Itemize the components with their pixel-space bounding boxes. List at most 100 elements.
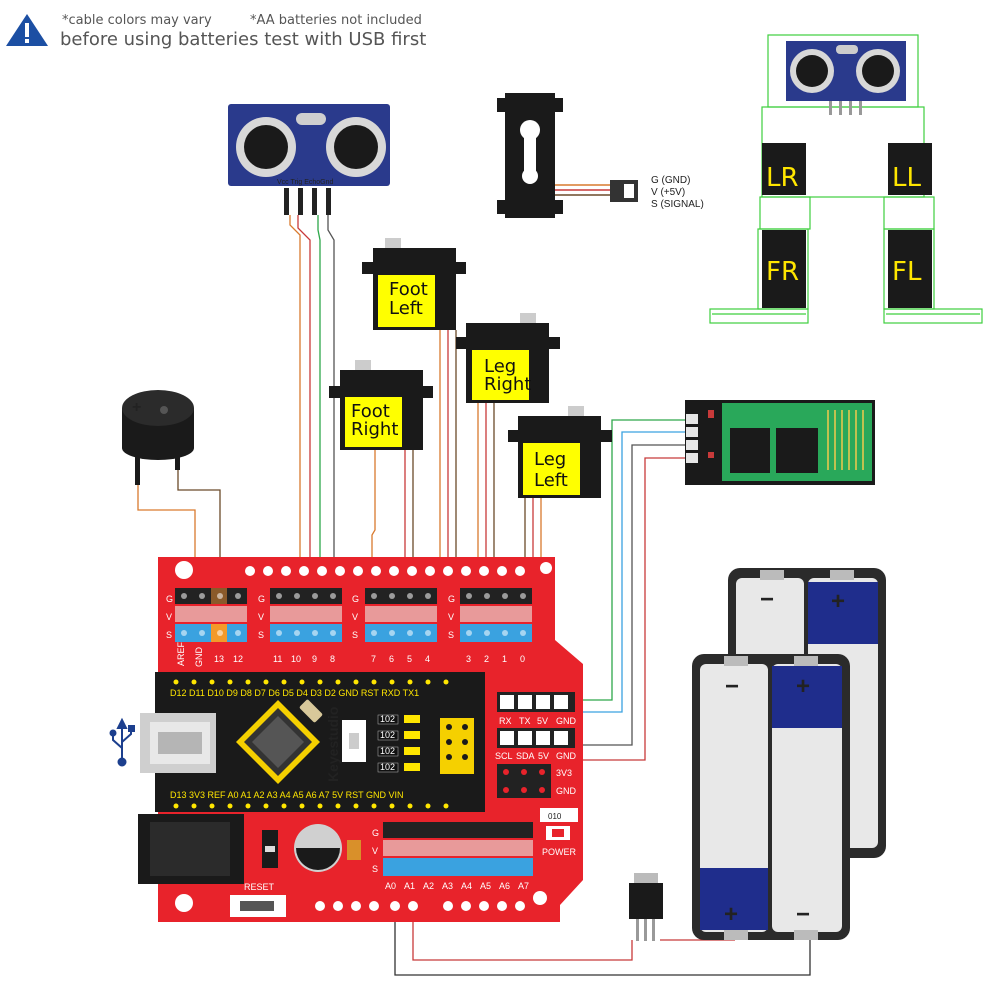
reset-label: RESET	[244, 882, 275, 892]
pin-0: 0	[520, 654, 525, 664]
robot-label-fr: FR	[766, 257, 799, 287]
gvs-label-g3: G	[352, 594, 359, 604]
uart-gnd: GND	[556, 716, 577, 726]
power-module	[629, 873, 663, 941]
gvs-label-s: S	[166, 630, 172, 640]
warning-header: *cable colors may vary *AA batteries not…	[6, 13, 426, 50]
servo-foot-left: Foot Left	[362, 238, 466, 330]
pin-3: 3	[466, 654, 471, 664]
pin-8: 8	[330, 654, 335, 664]
foot-right-label-2: Right	[351, 419, 398, 440]
uart-header: RX TX 5V GND	[497, 692, 577, 726]
i2c-scl: SCL	[495, 751, 513, 761]
resistor-label-2: 102	[380, 730, 395, 740]
gvs-label-v3: V	[352, 612, 358, 622]
ultrasonic-pin-labels: Vcc Trig EchoGnd	[277, 179, 334, 186]
resistor-label-3: 102	[380, 746, 395, 756]
pin-gnd: GND	[194, 647, 204, 668]
pin-4: 4	[425, 654, 430, 664]
reference-servo: G (GND) V (+5V) S (SIGNAL)	[497, 93, 704, 218]
gvs-label-s4: S	[448, 630, 454, 640]
foot-left-label-1: Foot	[389, 279, 428, 300]
foot-left-label-2: Left	[389, 298, 423, 319]
analog-g-label: G	[372, 828, 379, 838]
buzzer-plus-mark: +	[132, 399, 141, 416]
dc-jack	[138, 814, 244, 884]
buzzer: +	[122, 390, 194, 485]
digital-pin-numbers: AREF GND 13 12 11 10 9 8 7 6 5 4 3 2 1 0	[176, 641, 525, 667]
usb-icon	[109, 717, 135, 767]
front-plus-top: +	[796, 673, 810, 700]
reset-switch: RESET	[230, 882, 286, 917]
pin-a3: A3	[442, 881, 453, 891]
analog-s-label: S	[372, 864, 378, 874]
gvs-label-g2: G	[258, 594, 265, 604]
robot-label-fl: FL	[892, 257, 922, 287]
bluetooth-module	[685, 400, 875, 485]
pin-a6: A6	[499, 881, 510, 891]
servo-leg-left: Leg Left	[508, 406, 612, 498]
ultrasonic-sensor: Vcc Trig EchoGnd	[228, 104, 390, 215]
servo-foot-right: Foot Right	[329, 360, 433, 450]
leg-right-label-1: Leg	[484, 356, 516, 377]
analog-v-label: V	[372, 846, 378, 856]
nano-resistors: 102 102 102 102	[377, 714, 420, 773]
i2c-gnd: GND	[556, 751, 577, 761]
pin-12: 12	[233, 654, 243, 664]
pin-aref: AREF	[176, 641, 186, 666]
pin-10: 10	[291, 654, 301, 664]
battery-holder-front: − + + −	[692, 654, 850, 940]
pin-a4: A4	[461, 881, 472, 891]
gvs-label-g4: G	[448, 594, 455, 604]
servo-pin-signal: S (SIGNAL)	[651, 199, 704, 210]
pin-a5: A5	[480, 881, 491, 891]
pin-a2: A2	[423, 881, 434, 891]
servo-pin-5v: V (+5V)	[651, 187, 685, 198]
analog-pin-headers	[383, 822, 533, 876]
gvs-label-v4: V	[448, 612, 454, 622]
uart-tx: TX	[519, 716, 531, 726]
leg-left-label-2: Left	[534, 470, 568, 491]
gvs-label-v: V	[166, 612, 172, 622]
pin-a7: A7	[518, 881, 529, 891]
gvs-label-g: G	[166, 594, 173, 604]
pin-13: 13	[214, 654, 224, 664]
resistor-label-1: 102	[380, 714, 395, 724]
pin-a0: A0	[385, 881, 396, 891]
pin-a1: A1	[404, 881, 415, 891]
header-3v3: 3V3	[556, 768, 572, 778]
warning-icon	[6, 14, 48, 46]
i2c-header: SCL SDA 5V GND	[495, 728, 577, 761]
battery-note: *AA batteries not included	[250, 13, 422, 28]
back-plus-mark: +	[831, 588, 845, 615]
i2c-5v: 5V	[538, 751, 549, 761]
pin-7: 7	[371, 654, 376, 664]
power-code: 010	[548, 812, 562, 821]
usb-warning: before using batteries test with USB fir…	[60, 29, 426, 50]
capacitor	[294, 824, 342, 872]
pin-2: 2	[484, 654, 489, 664]
uart-5v: 5V	[537, 716, 548, 726]
bottom-hole-row	[315, 901, 525, 911]
front-plus-bottom: +	[724, 901, 738, 928]
fuse	[347, 840, 361, 860]
header-gnd: GND	[556, 786, 577, 796]
foot-right-label-1: Foot	[351, 401, 390, 422]
pin-1: 1	[502, 654, 507, 664]
nano-brand: Keyestudio	[325, 707, 341, 782]
i2c-sda: SDA	[516, 751, 535, 761]
leg-left-label-1: Leg	[534, 449, 566, 470]
gvs-label-s3: S	[352, 630, 358, 640]
nano-bottom-labels: D13 3V3 REF A0 A1 A2 A3 A4 A5 A6 A7 5V R…	[170, 790, 403, 800]
analog-pin-numbers: A0 A1 A2 A3 A4 A5 A6 A7	[385, 881, 529, 891]
nano-board: D12 D11 D10 D9 D8 D7 D6 D5 D4 D3 D2 GND …	[140, 672, 485, 812]
sensor-shield: G V S G V S G V S G V S	[138, 557, 583, 922]
pin-5: 5	[407, 654, 412, 664]
power-switch: 010 POWER	[540, 808, 578, 857]
servo-pin-gnd: G (GND)	[651, 175, 690, 186]
servo-leg-right: Leg Right	[456, 313, 560, 403]
power-header: 3V3 GND	[497, 764, 577, 798]
gvs-label-v2: V	[258, 612, 264, 622]
power-label: POWER	[542, 847, 577, 857]
